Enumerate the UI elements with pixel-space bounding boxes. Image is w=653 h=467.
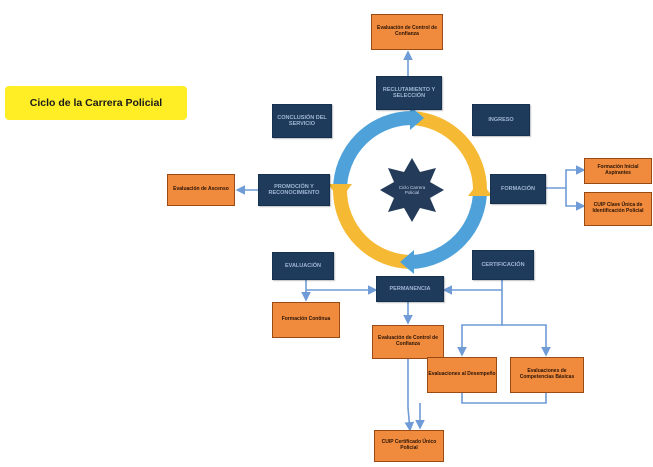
box-control-confianza-mid: Evaluación de Control de Confianza bbox=[372, 325, 444, 359]
box-cuip-clave: CUIP Clave Única de Identificación Polic… bbox=[584, 192, 652, 226]
stage-ingreso: INGRESO bbox=[472, 104, 530, 136]
stage-evaluacion: EVALUACIÓN bbox=[272, 252, 334, 280]
connector-lines bbox=[235, 50, 586, 432]
box-cuip-certificado: CUIP Certificado Único Policial bbox=[374, 430, 444, 462]
cycle-ring bbox=[328, 106, 492, 274]
box-evaluaciones-desempeno: Evaluaciones al Desempeño bbox=[427, 357, 497, 393]
page-title: Ciclo de la Carrera Policial bbox=[5, 86, 187, 120]
box-formacion-inicial: Formación Inicial Aspirantes bbox=[584, 158, 652, 184]
stage-permanencia: PERMANENCIA bbox=[376, 276, 444, 302]
stage-conclusion: CONCLUSIÓN DEL SERVICIO bbox=[272, 104, 332, 138]
center-label: Ciclo Carrera Policial bbox=[398, 184, 426, 195]
center-star-icon bbox=[380, 158, 444, 222]
stage-formacion: FORMACIÓN bbox=[490, 174, 546, 204]
box-competencias-basicas: Evaluaciones de Competencias Básicas bbox=[510, 357, 584, 393]
box-evaluacion-ascenso: Evaluación de Ascenso bbox=[167, 174, 235, 206]
box-control-confianza-top: Evaluación de Control de Confianza bbox=[371, 14, 443, 50]
stage-certificacion: CERTIFICACIÓN bbox=[472, 250, 534, 280]
stage-reclutamiento: RECLUTAMIENTO Y SELECCIÓN bbox=[376, 76, 442, 110]
stage-promocion: PROMOCIÓN Y RECONOCIMIENTO bbox=[258, 174, 330, 206]
box-formacion-continua: Formación Continua bbox=[272, 302, 340, 338]
